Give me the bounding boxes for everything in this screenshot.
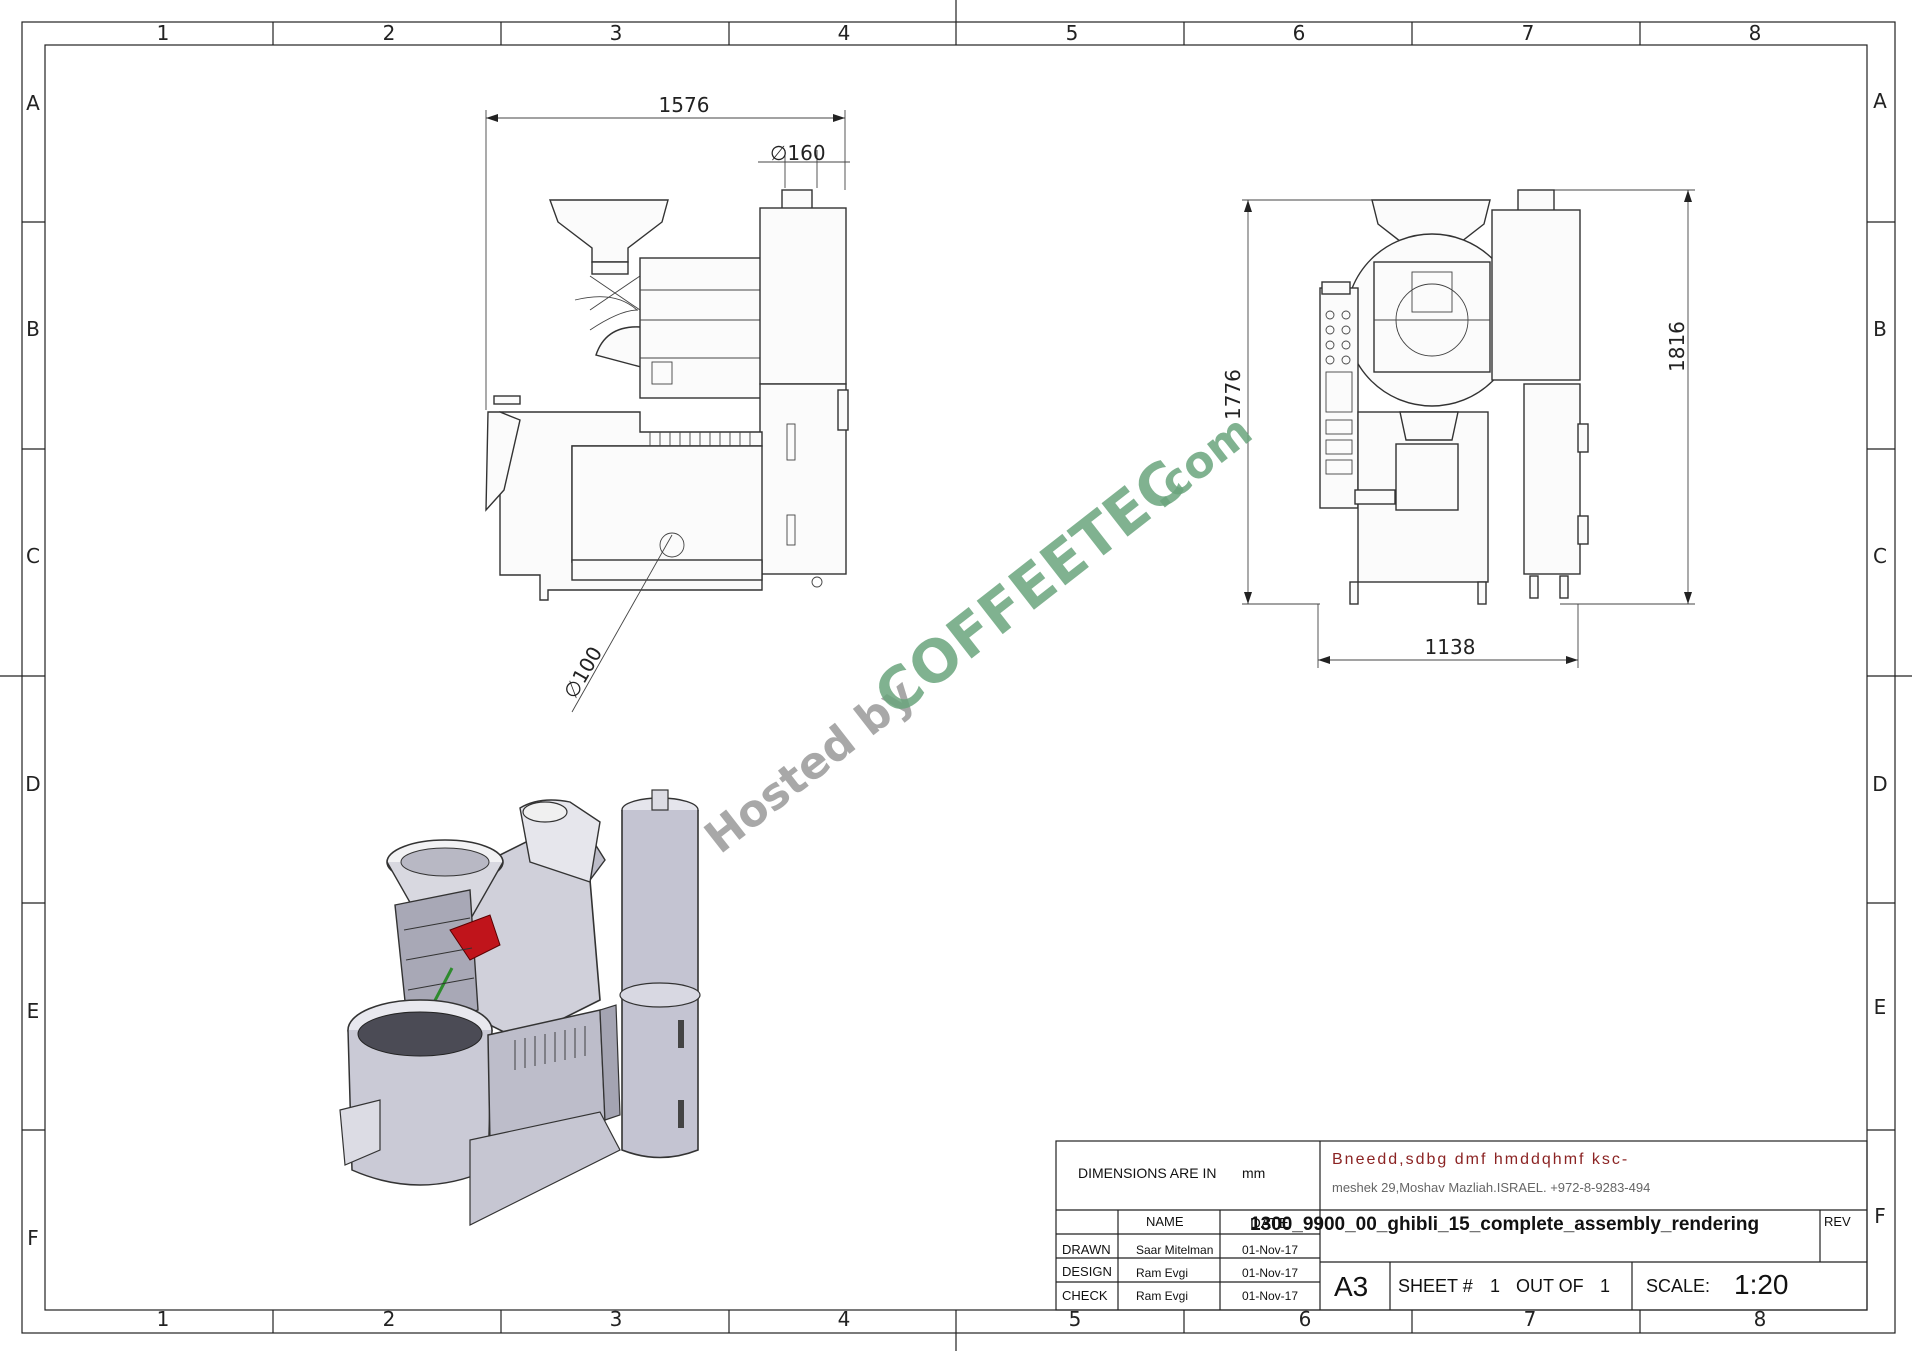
company-line: Bneedd,sdbg dmf hmddqhmf ksc- — [1332, 1151, 1629, 1168]
zone-row-d-right: D — [1872, 772, 1887, 796]
side-view: 1576 ∅160 — [485, 93, 850, 713]
zone-col-8-bottom: 8 — [1754, 1307, 1767, 1331]
zone-row-b-right: B — [1873, 317, 1887, 341]
zone-col-1-top: 1 — [157, 21, 170, 45]
date-design: 01-Nov-17 — [1242, 1266, 1298, 1280]
zone-row-a-right: A — [1873, 89, 1887, 113]
name-check: Ram Evgi — [1136, 1289, 1188, 1303]
zone-row-b-left: B — [26, 317, 40, 341]
drawing-name: 1300_9900_00_ghibli_15_complete_assembly… — [1250, 1214, 1759, 1235]
title-block: DIMENSIONS ARE IN mm Bneedd,sdbg dmf hmd… — [1055, 1140, 1868, 1311]
name-header: NAME — [1146, 1214, 1184, 1229]
date-drawn: 01-Nov-17 — [1242, 1243, 1298, 1257]
zone-col-5-top: 5 — [1066, 21, 1079, 45]
zone-row-a-left: A — [26, 91, 40, 115]
zone-col-6-top: 6 — [1293, 21, 1306, 45]
dim-port-diameter: ∅100 — [559, 642, 608, 702]
rev-label: REV — [1824, 1214, 1851, 1229]
scale-label: SCALE: — [1646, 1276, 1710, 1296]
dim-side-width: 1576 — [659, 93, 710, 117]
dimensions-label: DIMENSIONS ARE IN — [1078, 1165, 1216, 1181]
name-drawn: Saar Mitelman — [1136, 1243, 1213, 1257]
dim-front-width: 1138 — [1425, 635, 1476, 659]
zone-col-3-bottom: 3 — [610, 1307, 623, 1331]
zone-col-7-top: 7 — [1522, 21, 1535, 45]
zone-row-c-right: C — [1873, 544, 1887, 568]
zone-row-f-left: F — [27, 1226, 39, 1250]
zone-row-f-right: F — [1874, 1204, 1886, 1228]
front-view: 1776 1816 1138 — [1221, 189, 1695, 668]
zone-col-2-bottom: 2 — [383, 1307, 396, 1331]
dim-front-total-height: 1816 — [1665, 321, 1689, 372]
zone-row-c-left: C — [26, 544, 40, 568]
zone-row-e-left: E — [27, 999, 40, 1023]
sheet-total: 1 — [1600, 1276, 1610, 1296]
zone-col-3-top: 3 — [610, 21, 623, 45]
sheet-number: 1 — [1490, 1276, 1500, 1296]
zone-col-6-bottom: 6 — [1299, 1307, 1312, 1331]
dim-chimney-diameter: ∅160 — [770, 141, 826, 165]
date-header: DATE — [1250, 1215, 1289, 1232]
zone-col-7-bottom: 7 — [1524, 1307, 1537, 1331]
outer-border — [21, 21, 1896, 1334]
out-of-label: OUT OF — [1516, 1276, 1584, 1296]
zone-row-d-left: D — [25, 772, 40, 796]
zone-col-5-bottom: 5 — [1069, 1307, 1082, 1331]
zone-col-4-top: 4 — [838, 21, 851, 45]
sheet-size: A3 — [1334, 1271, 1368, 1302]
zone-col-8-top: 8 — [1749, 21, 1762, 45]
sheet-label: SHEET # — [1398, 1276, 1473, 1296]
role-drawn: DRAWN — [1062, 1242, 1111, 1257]
zone-col-4-bottom: 4 — [838, 1307, 851, 1331]
zone-col-1-bottom: 1 — [157, 1307, 170, 1331]
role-check: CHECK — [1062, 1288, 1108, 1303]
isometric-view — [339, 789, 701, 1226]
company-address: meshek 29,Moshav Mazliah.ISRAEL. +972-8-… — [1332, 1180, 1650, 1195]
zone-row-e-right: E — [1874, 995, 1887, 1019]
name-design: Ram Evgi — [1136, 1266, 1188, 1280]
scale-value: 1:20 — [1734, 1269, 1789, 1300]
date-check: 01-Nov-17 — [1242, 1289, 1298, 1303]
zone-col-2-top: 2 — [383, 21, 396, 45]
role-design: DESIGN — [1062, 1264, 1112, 1279]
dim-front-height: 1776 — [1221, 369, 1245, 420]
dimensions-units: mm — [1242, 1165, 1265, 1181]
